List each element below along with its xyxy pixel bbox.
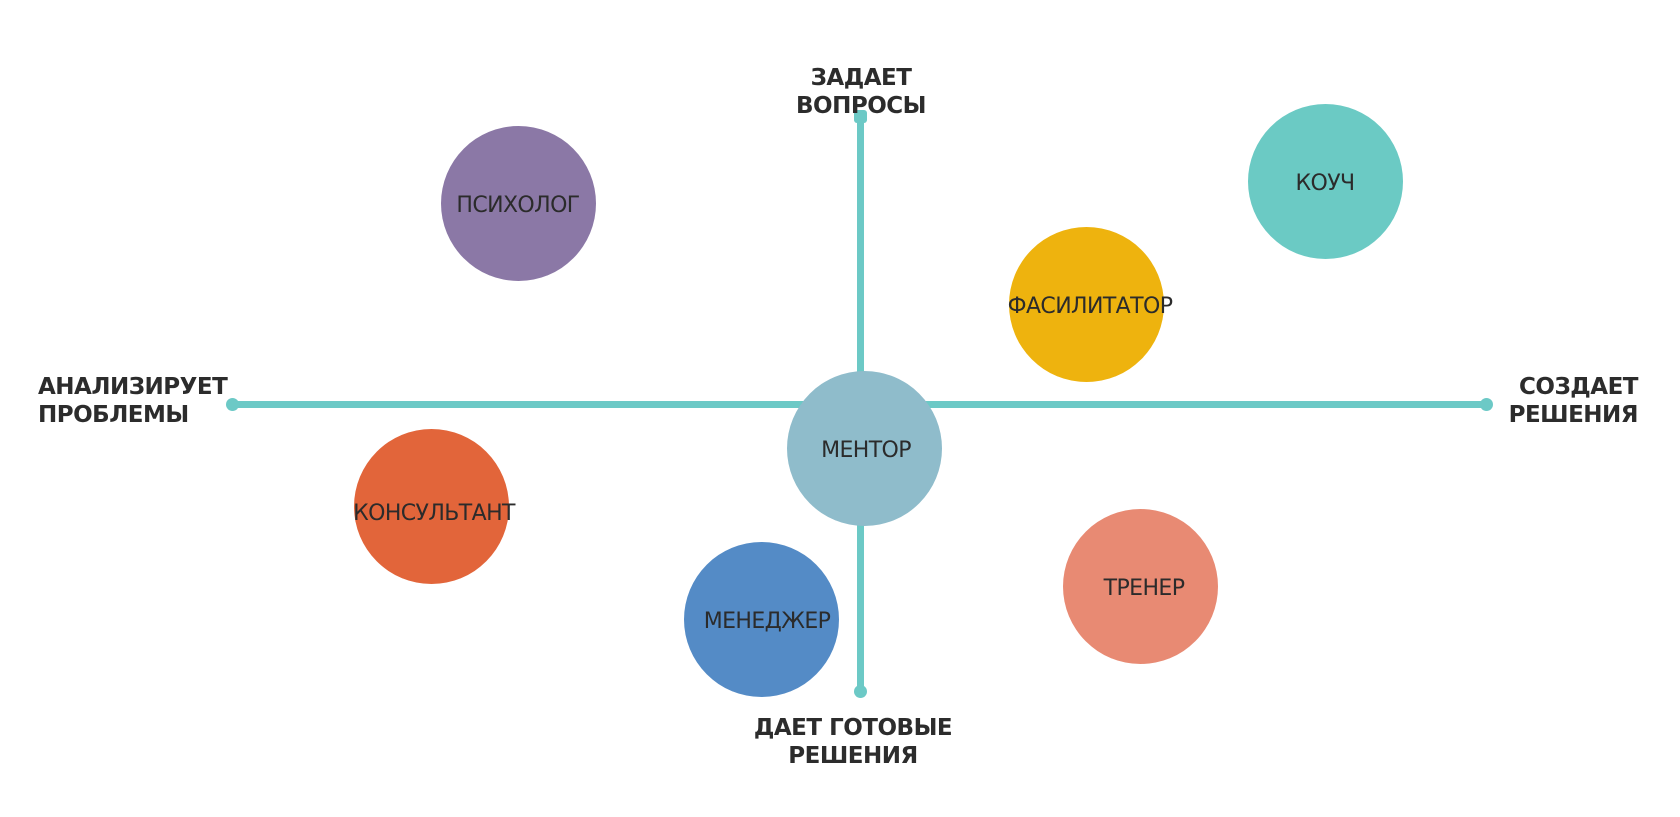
label-consultant: КОНСУЛЬТАНТ	[353, 501, 515, 526]
axis-label-left: АНАЛИЗИРУЕТ ПРОБЛЕМЫ	[38, 374, 228, 428]
bubble-consultant	[354, 429, 509, 584]
bubble-psychologist	[441, 126, 596, 281]
axis-top-endpoint	[854, 110, 867, 123]
bubble-mentor	[787, 371, 942, 526]
axis-right-endpoint	[1480, 398, 1493, 411]
bubble-manager	[684, 542, 839, 697]
label-coach: КОУЧ	[1295, 171, 1355, 196]
axis-label-right: СОЗДАЕТ РЕШЕНИЯ	[1508, 374, 1639, 428]
label-manager: МЕНЕДЖЕР	[703, 609, 831, 634]
label-psychologist: ПСИХОЛОГ	[456, 193, 580, 218]
axis-label-bottom: ДАЕТ ГОТОВЫЕ РЕШЕНИЯ	[753, 715, 953, 769]
label-mentor: МЕНТОР	[821, 438, 911, 463]
axis-label-top: ЗАДАЕТ ВОПРОСЫ	[796, 65, 926, 119]
bubble-trainer	[1063, 509, 1218, 664]
axis-bottom-endpoint	[854, 685, 867, 698]
bubble-facilitator	[1009, 227, 1164, 382]
axis-left-endpoint	[226, 398, 239, 411]
bubble-coach	[1248, 104, 1403, 259]
label-facilitator: ФАСИЛИТАТОР	[1007, 294, 1173, 319]
label-trainer: ТРЕНЕР	[1103, 576, 1185, 601]
